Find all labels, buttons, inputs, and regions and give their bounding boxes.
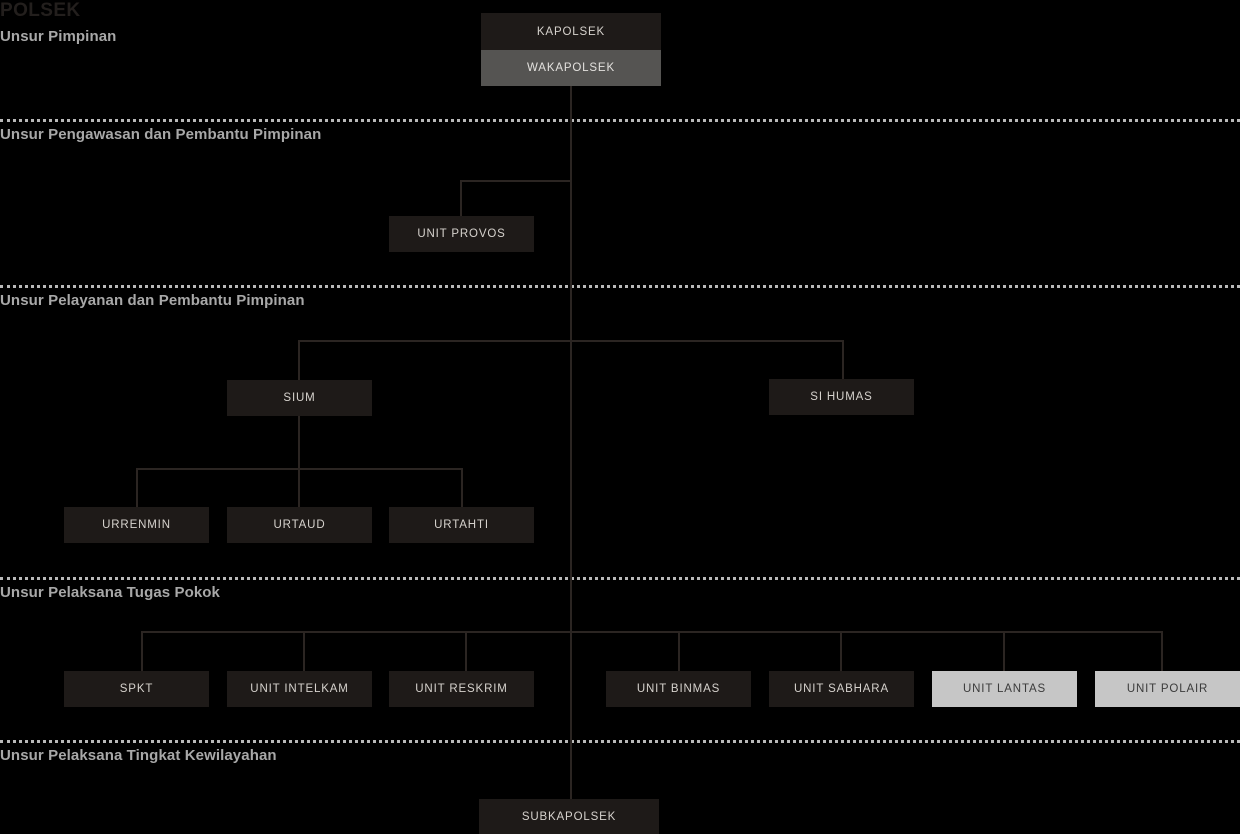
spine-main bbox=[570, 86, 572, 799]
section-label-kewilayahan: Unsur Pelaksana Tingkat Kewilayahan bbox=[0, 747, 277, 764]
connector-intelkam-drop bbox=[303, 631, 305, 671]
node-unit-lantas[interactable]: UNIT LANTAS bbox=[932, 671, 1077, 707]
node-unit-binmas[interactable]: UNIT BINMAS bbox=[606, 671, 751, 707]
divider-pengawasan bbox=[0, 119, 1240, 122]
connector-pelayanan-bus bbox=[298, 340, 844, 342]
connector-urrenmin-drop bbox=[136, 468, 138, 507]
node-si-humas[interactable]: SI HUMAS bbox=[769, 379, 914, 415]
connector-spkt-drop bbox=[141, 631, 143, 671]
node-sium[interactable]: SIUM bbox=[227, 380, 372, 416]
node-unit-provos[interactable]: UNIT PROVOS bbox=[389, 216, 534, 252]
connector-sium-stem bbox=[298, 415, 300, 468]
node-wakapolsek[interactable]: WAKAPOLSEK bbox=[481, 50, 661, 86]
divider-kewilayahan bbox=[0, 740, 1240, 743]
page-title: POLSEK bbox=[0, 0, 81, 21]
connector-provos-h bbox=[460, 180, 572, 182]
node-urtahti[interactable]: URTAHTI bbox=[389, 507, 534, 543]
connector-polair-drop bbox=[1161, 631, 1163, 671]
section-label-tugas-pokok: Unsur Pelaksana Tugas Pokok bbox=[0, 584, 221, 601]
node-unit-reskrim[interactable]: UNIT RESKRIM bbox=[389, 671, 534, 707]
connector-provos-v bbox=[460, 180, 462, 216]
connector-sium-drop bbox=[298, 340, 300, 380]
section-label-pengawasan: Unsur Pengawasan dan Pembantu Pimpinan bbox=[0, 126, 322, 143]
connector-reskrim-drop bbox=[465, 631, 467, 671]
node-spkt[interactable]: SPKT bbox=[64, 671, 209, 707]
node-unit-sabhara[interactable]: UNIT SABHARA bbox=[769, 671, 914, 707]
section-label-pimpinan: Unsur Pimpinan bbox=[0, 28, 117, 45]
connector-binmas-drop bbox=[678, 631, 680, 671]
connector-sihumas-drop bbox=[842, 340, 844, 380]
connector-urtaud-drop bbox=[298, 468, 300, 507]
node-subkapolsek[interactable]: SUBKAPOLSEK bbox=[479, 799, 659, 834]
section-label-pelayanan: Unsur Pelayanan dan Pembantu Pimpinan bbox=[0, 292, 305, 309]
node-unit-intelkam[interactable]: UNIT INTELKAM bbox=[227, 671, 372, 707]
node-unit-polair[interactable]: UNIT POLAIR bbox=[1095, 671, 1240, 707]
divider-tugas-pokok bbox=[0, 577, 1240, 580]
connector-tugaspokok-bus bbox=[141, 631, 1163, 633]
connector-sabhara-drop bbox=[840, 631, 842, 671]
divider-pelayanan bbox=[0, 285, 1240, 288]
node-urrenmin[interactable]: URRENMIN bbox=[64, 507, 209, 543]
connector-lantas-drop bbox=[1003, 631, 1005, 671]
connector-urtahti-drop bbox=[461, 468, 463, 507]
node-kapolsek[interactable]: KAPOLSEK bbox=[481, 13, 661, 50]
node-urtaud[interactable]: URTAUD bbox=[227, 507, 372, 543]
